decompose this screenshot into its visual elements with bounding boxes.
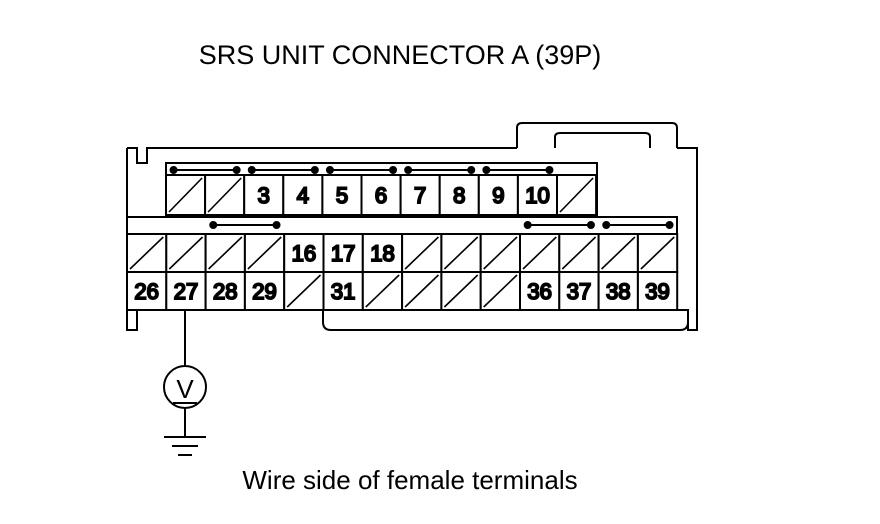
shorting-bar	[404, 166, 476, 174]
terminal-number: 27	[174, 279, 198, 304]
terminal-cavity	[361, 271, 404, 311]
terminal-cavity: 6	[360, 174, 402, 216]
terminal-cavity: 27	[165, 271, 207, 311]
shorting-bar	[247, 166, 319, 174]
terminal-number: 17	[331, 241, 355, 266]
diagram-caption: Wire side of female terminals	[242, 465, 578, 495]
terminal-number: 39	[645, 279, 669, 304]
terminal-number: 16	[292, 241, 316, 266]
terminal-cavity	[283, 271, 325, 311]
terminal-cavity: 29	[243, 271, 286, 311]
connector-key	[322, 310, 689, 331]
terminal-cavity	[597, 233, 639, 273]
terminal-cavity	[519, 233, 561, 273]
voltmeter-symbol: V	[176, 374, 194, 404]
terminal-cavity: 9	[477, 174, 519, 216]
terminal-number: 26	[134, 279, 158, 304]
terminal-cavity	[165, 174, 207, 216]
terminal-cavity: 39	[636, 271, 679, 311]
terminal-cavity	[401, 271, 443, 311]
terminal-number: 7	[414, 183, 426, 208]
terminal-cavity: 26	[126, 271, 168, 311]
terminal-number: 18	[370, 241, 394, 266]
terminal-cavity: 16	[283, 233, 325, 273]
shorting-bar	[523, 221, 595, 229]
ground-icon	[164, 436, 206, 456]
terminal-cavity: 37	[558, 271, 600, 311]
terminal-cavity: 10	[516, 174, 559, 216]
terminal-cavity	[204, 174, 246, 216]
terminal-number: 9	[492, 183, 504, 208]
terminal-cavity: 3	[243, 174, 285, 216]
terminal-cavity: 31	[322, 271, 364, 311]
terminal-number: 3	[258, 183, 270, 208]
terminal-cavity	[479, 271, 522, 311]
diagram-title: SRS UNIT CONNECTOR A (39P)	[198, 40, 602, 70]
terminal-cavity	[204, 233, 246, 273]
terminal-cavity	[440, 271, 482, 311]
terminal-cavity: 17	[322, 233, 364, 273]
terminal-cavity	[243, 233, 286, 273]
terminal-number: 6	[375, 183, 387, 208]
shorting-bar	[325, 166, 398, 174]
terminal-number: 5	[336, 183, 348, 208]
terminal-number: 4	[297, 183, 309, 208]
terminal-number: 10	[525, 183, 549, 208]
terminal-number: 8	[453, 183, 465, 208]
terminal-cavity: 4	[282, 174, 324, 216]
connector-latch	[516, 122, 678, 148]
terminal-cavity	[126, 233, 168, 273]
terminal-cavity	[440, 233, 482, 273]
terminal-cavity	[401, 233, 443, 273]
terminal-cavity: 28	[204, 271, 246, 311]
terminal-number: 28	[213, 279, 237, 304]
shorting-bar	[209, 221, 281, 229]
terminal-cavity: 7	[399, 174, 441, 216]
terminal-number: 37	[567, 279, 591, 304]
shorting-bar	[482, 166, 554, 174]
terminal-number: 38	[606, 279, 630, 304]
terminal-number: 29	[252, 279, 276, 304]
terminal-cavity: 36	[519, 271, 561, 311]
terminal-cavity	[479, 233, 522, 273]
terminal-cavity	[556, 174, 598, 216]
shorting-bar	[602, 221, 674, 229]
terminal-number: 31	[331, 279, 355, 304]
terminal-cavity	[165, 233, 207, 273]
terminal-number: 36	[527, 279, 551, 304]
terminal-cavity: 38	[597, 271, 639, 311]
terminal-cavity: 5	[321, 174, 363, 216]
terminal-cavity: 18	[361, 233, 404, 273]
terminal-cavity	[558, 233, 600, 273]
terminal-cavity	[636, 233, 679, 273]
terminal-cavity: 8	[438, 174, 480, 216]
shorting-bar	[169, 166, 241, 174]
